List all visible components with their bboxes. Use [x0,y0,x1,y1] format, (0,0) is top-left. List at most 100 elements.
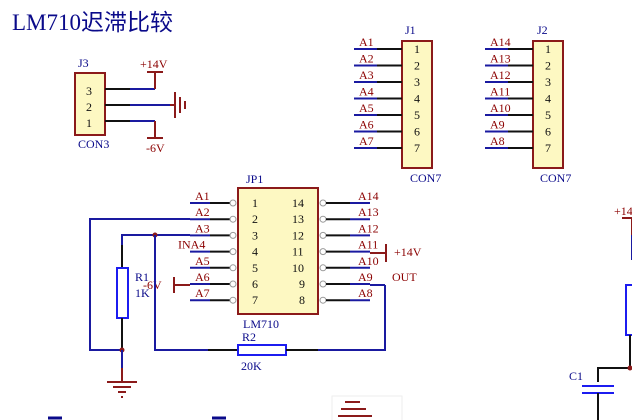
j2-net-label: A14 [490,35,511,49]
pin-terminal [319,215,327,223]
jp1-right-pin-number: 13 [292,212,304,226]
j3-body [74,72,106,136]
jp1-right-net-label: A11 [358,238,378,252]
jp1-left-pin-number: 4 [252,245,258,259]
pin-terminal [229,248,237,256]
j2-pin-number: 4 [545,92,551,106]
j1-pin-number: 2 [414,59,420,73]
jp1-right-pin-number: 12 [292,228,304,242]
pin-terminal [319,199,327,207]
r1-value: 1K [135,286,150,300]
jp1-left-pin-number: 2 [252,212,258,226]
j2-pin-number: 3 [545,75,551,89]
resistor-r2 [237,344,287,356]
j2-pin-number: 5 [545,108,551,122]
power-port-14v [147,71,163,89]
right-power-label: +14V [614,204,632,218]
pin-terminal [319,248,327,256]
jp1-left-net-label: A7 [195,286,210,300]
jp1-right-net-label: A8 [358,286,373,300]
j2-pin-number: 2 [545,59,551,73]
jp1-right-net-label: A12 [358,221,379,235]
j1-net-label: A7 [359,134,374,148]
jp1-right-net-label: A10 [358,254,379,268]
jp1-left-pin-number: 6 [252,277,258,291]
j2-net-label: A11 [490,85,510,99]
pin-terminal [229,296,237,304]
j2-net-label: A13 [490,52,511,66]
j1-pin-number: 5 [414,108,420,122]
r1-designator: R1 [135,270,149,284]
resistor-r1 [116,267,129,319]
j3-pin-2: 2 [86,100,92,114]
jp1-left-pin-number: 1 [252,196,258,210]
jp1-right-pin-number: 10 [292,261,304,275]
pin-terminal [229,280,237,288]
j1-pin-number: 1 [414,42,420,56]
jp1-right-pin-number: 8 [299,293,305,307]
jp1-body [237,187,319,315]
jp1-right-net-label: A14 [358,189,379,203]
jp1-left-net-label: INA4 [178,238,205,252]
jp1-left-net-label: A6 [195,270,210,284]
partial-resistor [625,284,632,336]
j1-net-label: A6 [359,118,374,132]
partial-circuit-right: +14V C1 [569,204,632,420]
j1-pin-number: 7 [414,141,420,155]
pin-terminal [229,215,237,223]
j2-net-label: A9 [490,118,505,132]
bottom-fragments [48,395,403,420]
jp1-right-net-label: A13 [358,205,379,219]
wire-a2-loop [89,218,190,351]
jp1-left-pin-number: 7 [252,293,258,307]
j3-pin-3: 3 [86,84,92,98]
pin-terminal [319,264,327,272]
jp1-right-net-label: A9 [358,270,373,284]
jp1-pos-supply-label: +14V [394,245,422,259]
jp1-left-net-label: A3 [195,221,210,235]
j2-net-label: A8 [490,134,505,148]
j2-designator: J2 [537,23,548,37]
capacitor-c1 [582,385,614,394]
pin-terminal [229,264,237,272]
j3-pin-1: 1 [86,116,92,130]
j1-net-label: A3 [359,68,374,82]
j3-part: CON3 [78,137,109,151]
j1-body [401,40,433,169]
c1-designator: C1 [569,369,583,383]
j1-part: CON7 [410,171,441,185]
jp1-output-label: OUT [392,270,417,284]
jp1-left-net-label: A5 [195,254,210,268]
ground-icon [107,368,137,398]
jp1-part: LM710 [243,317,279,331]
ground-icon [170,92,186,118]
j1-net-label: A1 [359,35,374,49]
jp1-right-pin-number: 11 [292,245,304,259]
connector-j3: J3 3 2 1 CON3 +14V -6V [74,56,186,155]
j2-net-label: A10 [490,101,511,115]
j2-pin-number: 6 [545,125,551,139]
jp1-left-pin-number: 3 [252,228,258,242]
j2-net-label: A12 [490,68,511,82]
j1-pin-number: 4 [414,92,420,106]
schematic-title: LM710迟滞比较 [12,10,173,35]
pin-terminal [319,296,327,304]
jp1-left-net-label: A1 [195,189,210,203]
j3-designator: J3 [78,56,89,70]
pin-terminal [229,199,237,207]
j3-power-top-label: +14V [140,57,168,71]
power-port-neg6v [147,121,163,139]
r2-designator: R2 [242,330,256,344]
wire-r2-left [154,235,208,351]
j1-net-label: A5 [359,101,374,115]
j1-pin-number: 3 [414,75,420,89]
j1-designator: J1 [405,23,416,37]
j2-pin-number: 7 [545,141,551,155]
jp1-pos-supply-port [370,244,387,262]
jp1-neg-supply-port [173,277,190,293]
j1-net-label: A2 [359,52,374,66]
